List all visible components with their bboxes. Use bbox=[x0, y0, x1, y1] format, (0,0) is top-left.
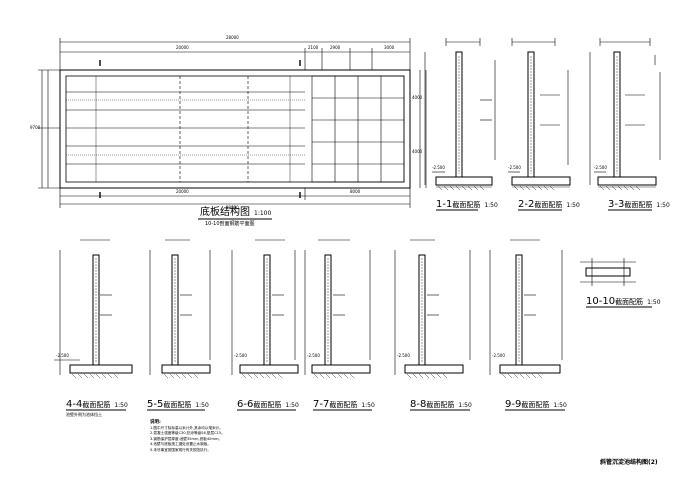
section-8-8-scale: 1:50 bbox=[458, 402, 472, 409]
level-base-6-6: -2.500 bbox=[234, 353, 247, 358]
section-2-2-scale: 1:50 bbox=[566, 202, 580, 209]
section-10-10-caption: 截面配筋 bbox=[615, 298, 644, 306]
section-8-8-caption: 截面配筋 bbox=[426, 401, 455, 409]
section-5-5-label: 5-5 bbox=[147, 399, 164, 410]
plan-dim-side-upper: 4000 bbox=[412, 95, 423, 100]
section-3-3-label: 3-3 bbox=[608, 199, 625, 210]
section-1-1-label: 1-1 bbox=[436, 199, 453, 210]
section-title-underlines bbox=[66, 209, 652, 411]
plan-dim-side-lower: 4000 bbox=[412, 149, 423, 154]
level-base-9-9: -2.500 bbox=[492, 353, 505, 358]
section-4-4-note: 池壁外侧为池体挡土 bbox=[66, 412, 102, 417]
section-8-8-label: 8-8 bbox=[410, 399, 427, 410]
note-5: 5.未尽事宜按国家现行有关规范执行。 bbox=[150, 447, 211, 452]
section-10-10-label: 10-10 bbox=[586, 296, 616, 307]
plan-title: 底板结构图 1:100 bbox=[200, 208, 271, 218]
section-10-10-drawing bbox=[580, 258, 636, 286]
section-7-7-scale: 1:50 bbox=[361, 402, 375, 409]
notes-block: 说明: 1.图中尺寸除标高以米计外,其余均以毫米计。 2.混凝土强度等级C30,… bbox=[150, 420, 225, 454]
sheet-title: 斜管沉淀池结构图(2) bbox=[600, 459, 658, 466]
plan-dim-top-a: 2100 bbox=[308, 45, 319, 50]
section-2-2-drawing bbox=[508, 38, 571, 188]
section-7-7-drawing bbox=[304, 239, 371, 375]
section-4-4-caption: 截面配筋 bbox=[82, 401, 111, 409]
section-7-7-label: 7-7 bbox=[313, 399, 330, 410]
notes-title: 说明: bbox=[150, 420, 161, 425]
section-3-3-drawing bbox=[589, 38, 661, 188]
section-1-1-caption: 截面配筋 bbox=[452, 201, 481, 209]
note-3: 3.钢筋保护层厚度:池壁35mm,底板40mm。 bbox=[150, 436, 223, 441]
section-7-7-caption: 截面配筋 bbox=[329, 401, 358, 409]
plan-dim-bottom-total: 28000 bbox=[226, 205, 239, 210]
section-6-6-label: 6-6 bbox=[237, 399, 254, 410]
section-5-5-drawing bbox=[149, 239, 211, 375]
note-4: 4.池壁与底板施工缝处设置止水钢板。 bbox=[150, 442, 211, 447]
plan-title-text: 底板结构图 bbox=[200, 207, 250, 218]
level-base-7-7: -2.500 bbox=[307, 353, 320, 358]
plan-scale: 1:100 bbox=[254, 210, 272, 217]
section-6-6-caption: 截面配筋 bbox=[253, 401, 282, 409]
section-1-1-scale: 1:50 bbox=[484, 202, 498, 209]
plan-dim-top-total: 28000 bbox=[226, 35, 239, 40]
note-2: 2.混凝土强度等级C30,抗渗等级S6,垫层C15。 bbox=[150, 431, 225, 436]
level-base-1-1: -2.500 bbox=[432, 165, 445, 170]
section-8-8-drawing bbox=[394, 239, 471, 375]
section-1-1-drawing bbox=[424, 38, 496, 188]
plan-dim-top-main: 20000 bbox=[176, 45, 189, 50]
level-base-4-4: -2.500 bbox=[56, 353, 69, 358]
section-2-2-caption: 截面配筋 bbox=[534, 201, 563, 209]
section-5-5-scale: 1:50 bbox=[195, 402, 209, 409]
section-4-4-drawing bbox=[54, 239, 133, 375]
level-base-2-2: -2.500 bbox=[508, 165, 521, 170]
note-1: 1.图中尺寸除标高以米计外,其余均以毫米计。 bbox=[150, 425, 223, 430]
section-9-9-scale: 1:50 bbox=[553, 402, 567, 409]
section-9-9-label: 9-9 bbox=[505, 399, 522, 410]
level-base-8-8: -2.500 bbox=[397, 353, 410, 358]
section-2-2-label: 2-2 bbox=[518, 199, 535, 210]
section-9-9-drawing bbox=[489, 239, 563, 375]
section-3-3-scale: 1:50 bbox=[656, 202, 670, 209]
plan-dim-top-c: 3000 bbox=[384, 45, 395, 50]
section-3-3-caption: 截面配筋 bbox=[624, 201, 653, 209]
plan-dim-top-b: 2900 bbox=[330, 45, 341, 50]
plan-dim-side-total: 9700 bbox=[30, 125, 41, 130]
plan-subtitle: 10-10剖面钢筋平面图 bbox=[205, 221, 255, 227]
level-base-3-3: -2.500 bbox=[594, 165, 607, 170]
section-6-6-scale: 1:50 bbox=[285, 402, 299, 409]
soil-hatching bbox=[71, 185, 641, 379]
section-6-6-drawing bbox=[231, 239, 299, 375]
section-5-5-caption: 截面配筋 bbox=[163, 401, 192, 409]
section-9-9-caption: 截面配筋 bbox=[521, 401, 550, 409]
section-10-10-scale: 1:50 bbox=[647, 299, 661, 306]
plan-dim-bottom-main: 20000 bbox=[176, 189, 189, 194]
plan-dim-bottom-right: 8000 bbox=[350, 189, 361, 194]
bottom-slab-plan bbox=[38, 38, 427, 220]
section-4-4-label: 4-4 bbox=[66, 399, 83, 410]
section-4-4-scale: 1:50 bbox=[114, 402, 128, 409]
